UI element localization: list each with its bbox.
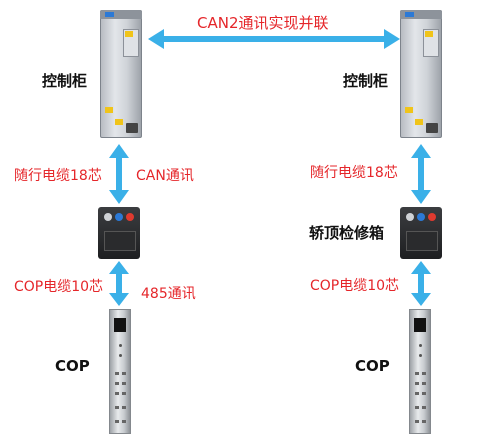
left-cop-label: COP xyxy=(55,357,90,375)
right-inspection-box xyxy=(400,207,442,259)
can2-parallel-arrow xyxy=(148,29,400,49)
right-cable2-label: COP电缆10芯 xyxy=(310,278,400,294)
can2-parallel-label: CAN2通讯实现并联 xyxy=(197,14,329,32)
left-cable1-label: 随行电缆18芯 xyxy=(14,168,102,184)
right-cop-panel xyxy=(409,309,431,434)
left-485-arrow xyxy=(109,261,129,306)
left-cabinet-label: 控制柜 xyxy=(42,72,88,90)
left-cop-panel xyxy=(109,309,131,434)
left-cable2-label: COP电缆10芯 xyxy=(14,279,104,295)
right-cabinet-label: 控制柜 xyxy=(343,72,389,90)
right-cop-label: COP xyxy=(355,357,390,375)
left-can-label: CAN通讯 xyxy=(136,168,194,184)
left-inspection-box xyxy=(98,207,140,259)
left-control-cabinet xyxy=(100,10,142,138)
right-cable1-label: 随行电缆18芯 xyxy=(310,165,398,181)
right-cable-arrow xyxy=(411,144,431,204)
left-can-arrow xyxy=(109,144,129,204)
right-cop-arrow xyxy=(411,261,431,306)
right-box-label: 轿顶检修箱 xyxy=(309,224,385,242)
right-control-cabinet xyxy=(400,10,442,138)
left-485-label: 485通讯 xyxy=(141,286,196,302)
